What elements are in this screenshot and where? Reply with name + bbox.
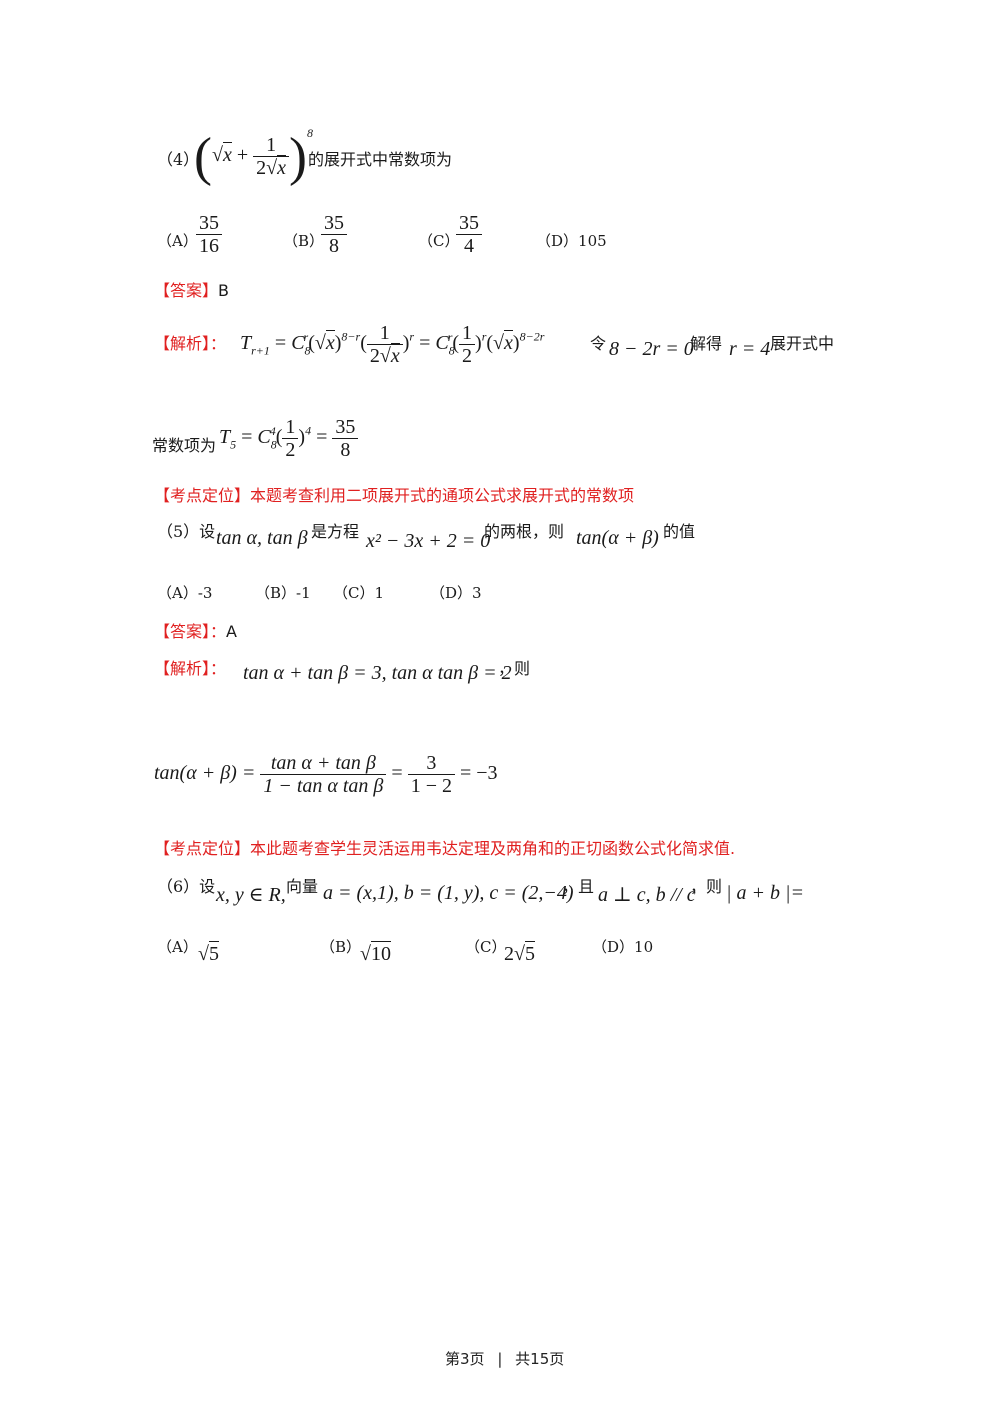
q5-option-b: （B）-1: [255, 584, 311, 602]
q5-point: 【考点定位】本此题考查学生灵活运用韦达定理及两角和的正切函数公式化简求值.: [154, 839, 736, 858]
q6-option-b-label: （B）: [320, 938, 362, 956]
q5-value-of: 的值: [663, 522, 696, 541]
q6-option-c-label: （C）: [465, 938, 507, 956]
q4-r-value: r = 4: [729, 338, 771, 360]
q6-vars: x, y ∈ R,: [216, 884, 286, 906]
q6-conditions: a ⊥ c, b // c: [598, 884, 696, 906]
q5-option-c: （C）1: [333, 584, 385, 602]
q4-ling: 令: [590, 334, 607, 353]
q6-option-c-value: 2√5: [504, 941, 535, 965]
q4-const-label: 常数项为: [152, 436, 217, 455]
q5-two-roots: 的两根，则: [484, 522, 565, 541]
q4-option-a-label: （A）: [157, 232, 198, 250]
page-total: 共15页: [515, 1350, 565, 1368]
q5-target: tan(α + β): [576, 527, 659, 549]
q5-analysis-tag: 【解析】：: [154, 659, 227, 678]
q6-vectors: a = (x,1), b = (1, y), c = (2,−4): [323, 882, 574, 904]
q5-analysis-expr: tan α + tan β = 3, tan α tan β = 2: [243, 662, 512, 684]
q5-option-a: （A）-3: [157, 584, 213, 602]
q5-is-roots: 是方程: [311, 522, 360, 541]
q6-option-d: （D）10: [592, 938, 654, 956]
q6-option-b-value: √10: [360, 941, 391, 965]
q5-number: （5）设: [157, 522, 216, 541]
page-number: 第3页: [445, 1350, 485, 1368]
q5-analysis-then: ，则: [498, 659, 531, 678]
q4-stem-tail: 的展开式中常数项为: [308, 150, 453, 169]
q4-point: 【考点定位】本题考查利用二项展开式的通项公式求展开式的常数项: [154, 486, 635, 505]
q6-option-a-value: √5: [198, 941, 219, 965]
q5-equation: x² − 3x + 2 = 0: [366, 530, 491, 552]
q6-then: ，则: [690, 877, 723, 896]
q6-and: ，且: [562, 877, 595, 896]
q4-number: （4）: [157, 150, 200, 169]
footer-separator: |: [497, 1350, 503, 1368]
q4-option-d: （D）105: [536, 232, 607, 250]
q5-answer: 【答案】：A: [154, 622, 237, 641]
q6-vectors-label: 向量: [286, 877, 319, 896]
q6-target: | a + b |=: [726, 882, 804, 904]
page-footer: 第3页 | 共15页: [445, 1348, 564, 1369]
q5-vars: tan α, tan β: [216, 527, 308, 549]
q5-option-d: （D）3: [430, 584, 482, 602]
q4-answer: 【答案】B: [154, 281, 229, 300]
q4-option-b-label: （B）: [283, 232, 325, 250]
q4-tail: 展开式中: [770, 334, 835, 353]
q4-jiede: 解得: [690, 334, 723, 353]
q4-analysis-tag: 【解析】：: [154, 334, 227, 353]
q6-option-a-label: （A）: [157, 938, 198, 956]
q4-equation: 8 − 2r = 0: [609, 338, 694, 360]
q4-option-c-label: （C）: [418, 232, 460, 250]
q6-number: （6）设: [157, 877, 216, 896]
